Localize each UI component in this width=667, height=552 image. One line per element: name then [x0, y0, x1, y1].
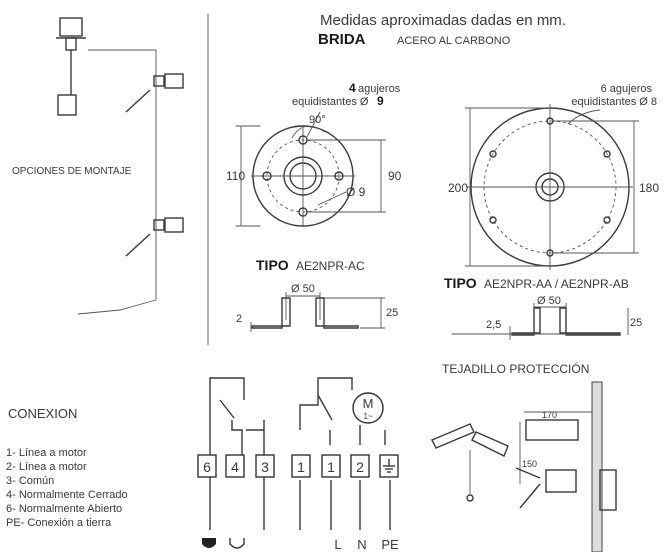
mounting-label: OPCIONES DE MONTAJE — [12, 166, 132, 177]
conexion-item: 6- Normalmente Abierto — [6, 503, 122, 515]
conexion-item: 2- Línea a motor — [6, 461, 87, 473]
top-mount-switch — [56, 17, 86, 116]
flange-large-drawing — [465, 104, 639, 270]
flange-large-holes-line2: equidistantes Ø 8 — [571, 96, 657, 108]
earth-label: PE — [381, 537, 399, 552]
conexion-item: PE- Conexión a tierra — [6, 517, 112, 529]
header-line1: Medidas aproximadas dadas en mm. — [320, 12, 566, 29]
flange-large-profile — [452, 303, 629, 340]
flange-large-tipo-label: TIPO — [444, 275, 477, 291]
header-brida: BRIDA — [318, 31, 366, 48]
flange-small-holes-count: 4 — [349, 81, 356, 95]
line-label: L — [334, 537, 341, 552]
motor-sub: 1~ — [363, 412, 372, 421]
flange-large-tipo-model: AE2NPR-AA / AE2NPR-AB — [484, 277, 629, 291]
neutral-label: N — [357, 537, 366, 552]
terminal-label: 1 — [327, 459, 335, 475]
flange-large-profile-diam: Ø 50 — [537, 295, 561, 307]
flange-small-profile-diam: Ø 50 — [291, 283, 315, 295]
wiring-schematic — [197, 377, 399, 549]
flange-small-holes-diam: 9 — [377, 94, 384, 108]
flange-small-dim-hole: Ø 9 — [346, 185, 366, 199]
side-mount-switch-lower — [125, 217, 184, 257]
terminal-label: 2 — [356, 459, 364, 475]
protection-dim-width: 170 — [542, 410, 557, 420]
flange-small-tipo-model: AE2NPR-AC — [296, 259, 365, 273]
side-mount-switch-upper — [125, 73, 184, 113]
flange-small-profile — [250, 292, 385, 332]
tank-outline — [77, 49, 157, 315]
terminal-label: 4 — [231, 459, 239, 475]
protection-title: TEJADILLO PROTECCIÓN — [442, 361, 589, 376]
protection-dim-height: 150 — [522, 459, 537, 469]
flange-large-holes-line1: 6 agujeros — [601, 83, 653, 95]
terminal-label: 3 — [261, 459, 269, 475]
flange-small-profile-height: 25 — [386, 307, 398, 319]
conexion-item: 1- Línea a motor — [6, 447, 87, 459]
flange-large-dim-outer: 200 — [448, 181, 468, 195]
conexion-title: CONEXION — [8, 406, 77, 421]
protection-cover-drawing — [431, 381, 617, 552]
flange-small-profile-thick: 2 — [236, 313, 242, 325]
flange-small-holes-text: agujeros — [358, 83, 401, 95]
motor-label: M — [363, 396, 374, 411]
flange-small-holes-line2: equidistantes Ø — [292, 96, 369, 108]
conexion-item: 4- Normalmente Cerrado — [6, 489, 128, 501]
flange-small-tipo-label: TIPO — [256, 257, 289, 273]
flange-large-dim-pcd: 180 — [639, 181, 659, 195]
flange-large-profile-thick: 2,5 — [486, 319, 501, 331]
terminal-label: 6 — [203, 459, 211, 475]
header-material: ACERO AL CARBONO — [397, 35, 511, 47]
flange-large-profile-height: 25 — [630, 317, 642, 329]
flange-small-angle: 90° — [309, 114, 326, 126]
terminal-label: 1 — [297, 459, 305, 475]
flange-small-dim-outer: 110 — [226, 169, 245, 183]
flange-small-dim-pcd: 90 — [388, 169, 402, 183]
conexion-item: 3- Común — [6, 475, 54, 487]
flange-small-drawing — [236, 111, 386, 227]
